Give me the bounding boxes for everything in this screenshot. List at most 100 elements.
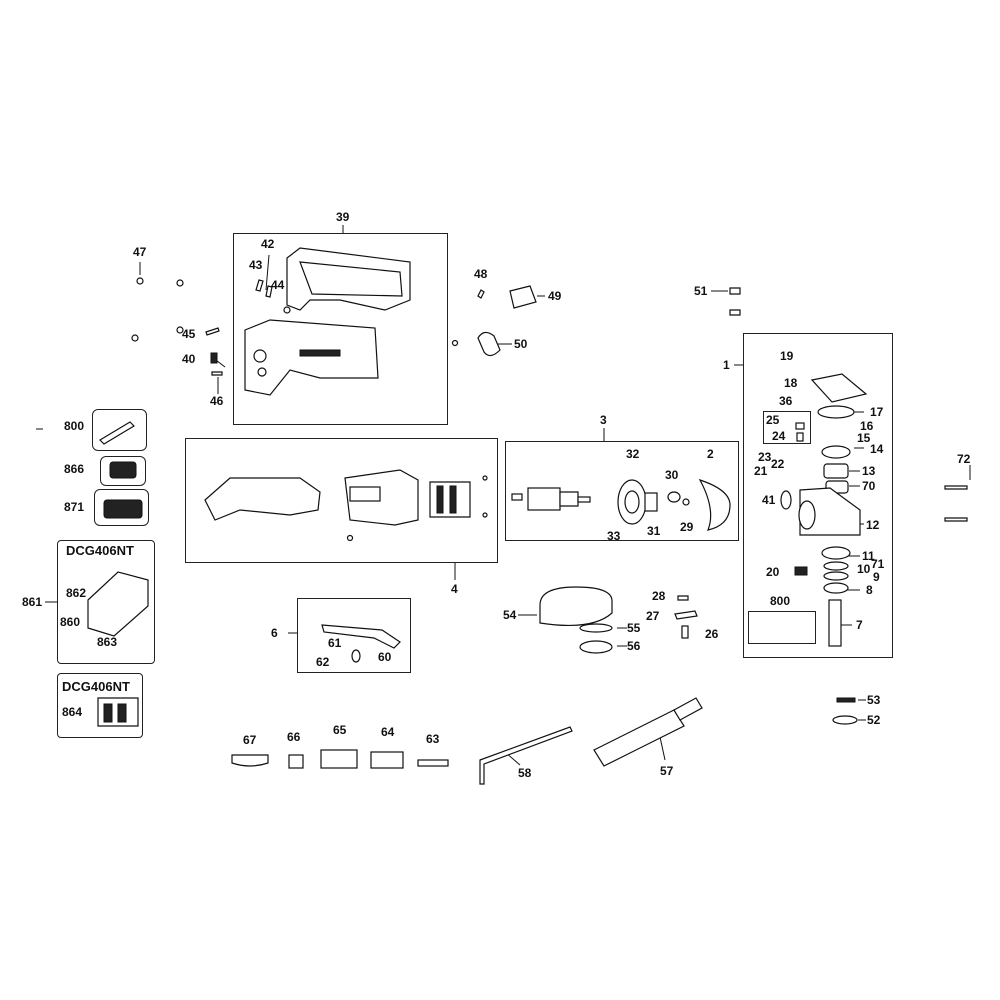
parts-52-53	[832, 697, 858, 725]
parts-26-28	[674, 595, 698, 639]
callout-60: 60	[378, 650, 392, 664]
callout-800: 800	[64, 419, 85, 433]
callout-25: 25	[766, 413, 780, 427]
callout-863: 863	[97, 635, 118, 649]
callout-8: 8	[866, 583, 873, 597]
callout-2: 2	[707, 447, 714, 461]
gear-head-assembly-1	[780, 373, 868, 647]
group-box-4	[185, 438, 498, 563]
group-box-39	[233, 233, 448, 425]
callout-17: 17	[870, 405, 884, 419]
group-box-800-inner	[748, 611, 816, 644]
callout-13: 13	[862, 464, 876, 478]
callout-1: 1	[723, 358, 730, 372]
callout-30: 30	[665, 468, 679, 482]
callout-45: 45	[182, 327, 196, 341]
callout-49: 49	[548, 289, 562, 303]
callout-47: 47	[133, 245, 147, 259]
callout-18: 18	[784, 376, 798, 390]
callout-3: 3	[600, 413, 607, 427]
screws-47	[131, 277, 184, 342]
group-box-6	[297, 598, 411, 673]
callout-33: 33	[607, 529, 621, 543]
hex-key-58	[479, 726, 573, 785]
callout-861: 861	[22, 595, 43, 609]
kit-box-800	[92, 409, 147, 451]
kit-title-insert: DCG406NT	[62, 679, 130, 694]
small-parts-40-46	[205, 279, 291, 376]
callout-860: 860	[60, 615, 81, 629]
switch-lever-6	[321, 624, 401, 663]
group-box-36	[763, 411, 811, 444]
callout-36: 36	[779, 394, 793, 408]
callout-51: 51	[694, 284, 708, 298]
callout-65: 65	[333, 723, 347, 737]
callout-55: 55	[627, 621, 641, 635]
group-box-1	[743, 333, 893, 658]
kit-title-case: DCG406NT	[66, 543, 134, 558]
kit-items	[87, 421, 149, 727]
housing-halves-39	[244, 247, 411, 396]
callout-4: 4	[451, 582, 458, 596]
callout-22: 22	[771, 457, 785, 471]
callout-14: 14	[870, 442, 884, 456]
parts-48-50	[451, 285, 537, 357]
callout-46: 46	[210, 394, 224, 408]
callout-64: 64	[381, 725, 395, 739]
callout-31: 31	[647, 524, 661, 538]
callout-15: 15	[857, 431, 871, 445]
callout-40: 40	[182, 352, 196, 366]
callout-63: 63	[426, 732, 440, 746]
callout-862: 862	[66, 586, 87, 600]
callout-70: 70	[862, 479, 876, 493]
callout-19: 19	[780, 349, 794, 363]
callout-24: 24	[772, 429, 786, 443]
callout-50: 50	[514, 337, 528, 351]
callout-71: 71	[871, 557, 885, 571]
accessories-63-67	[231, 749, 449, 769]
callout-871: 871	[64, 500, 85, 514]
callout-7: 7	[856, 618, 863, 632]
kit-box-insert	[57, 673, 143, 738]
callout-54: 54	[503, 608, 517, 622]
callout-864: 864	[62, 705, 83, 719]
callout-62: 62	[316, 655, 330, 669]
callout-58: 58	[518, 766, 532, 780]
callout-56: 56	[627, 639, 641, 653]
callout-44: 44	[271, 278, 285, 292]
callout-26: 26	[705, 627, 719, 641]
kit-box-866	[100, 456, 146, 486]
screws-72	[944, 485, 968, 522]
callout-43: 43	[249, 258, 263, 272]
callout-23: 23	[758, 450, 772, 464]
callout-39: 39	[336, 210, 350, 224]
kit-box-871	[94, 489, 149, 526]
callout-72: 72	[957, 452, 971, 466]
callout-57: 57	[660, 764, 674, 778]
callout-29: 29	[680, 520, 694, 534]
callout-42: 42	[261, 237, 275, 251]
callout-10: 10	[857, 562, 871, 576]
callout-11: 11	[862, 549, 875, 563]
callout-6: 6	[271, 626, 278, 640]
motor-assembly-4	[204, 469, 488, 542]
guard-54-56	[539, 586, 613, 654]
callout-12: 12	[866, 518, 880, 532]
callout-32: 32	[626, 447, 640, 461]
callout-20: 20	[766, 565, 780, 579]
side-handle-57	[593, 697, 703, 767]
group-box-3	[505, 441, 739, 541]
callout-48: 48	[474, 267, 488, 281]
callout-53: 53	[867, 693, 881, 707]
callout-21: 21	[754, 464, 768, 478]
callout-66: 66	[287, 730, 301, 744]
screws-51	[729, 287, 741, 316]
callout-800-inner: 800	[770, 594, 791, 608]
callout-27: 27	[646, 609, 660, 623]
callout-28: 28	[652, 589, 666, 603]
callout-41: 41	[762, 493, 776, 507]
callout-866: 866	[64, 462, 85, 476]
callout-9: 9	[873, 570, 880, 584]
callout-67: 67	[243, 733, 257, 747]
